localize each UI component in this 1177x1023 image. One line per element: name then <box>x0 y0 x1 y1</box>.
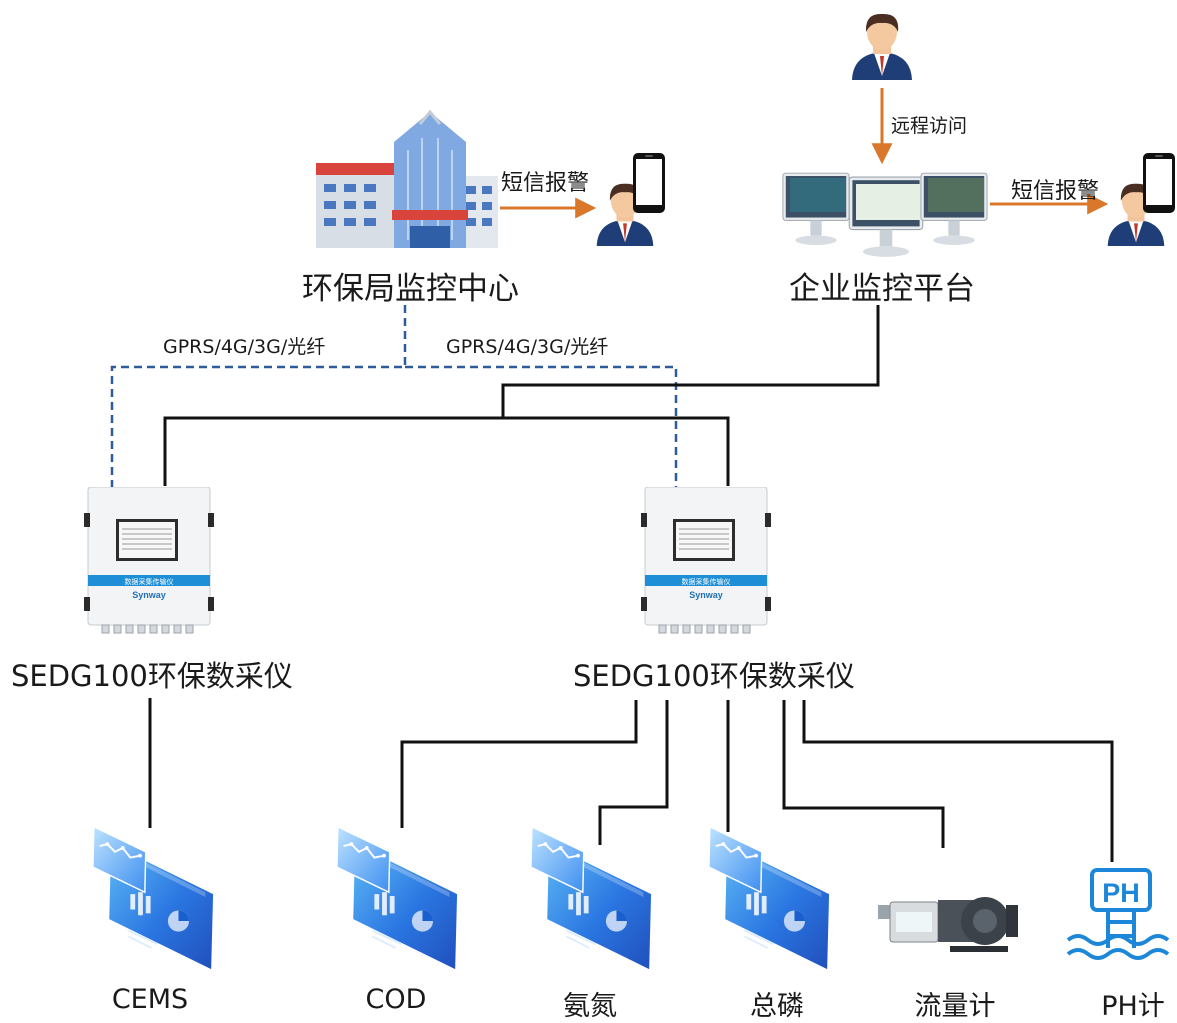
dashed-link-left <box>110 305 407 490</box>
enterprise-platform-label: 企业监控平台 <box>789 271 975 307</box>
epb-center-label: 环保局监控中心 <box>302 271 519 307</box>
device-right-icon <box>641 487 771 634</box>
phone-enterprise-icon <box>1143 153 1175 213</box>
device-left-label: SEDG100环保数采仪 <box>11 659 293 693</box>
device-left-band-text: 数据采集传输仪 <box>125 577 174 586</box>
sensor-cems-icon <box>91 825 215 971</box>
wire-flow <box>782 700 945 848</box>
sensor-cod-icon <box>335 825 459 971</box>
arrows-layer <box>500 88 1109 219</box>
links-layer <box>110 305 1114 862</box>
sensor-label-ph: PH计 <box>1101 991 1165 1022</box>
sms-alarm-right-label: 短信报警 <box>1011 179 1100 204</box>
sensor-nh3-icon <box>529 825 653 971</box>
solid-link-platform <box>501 305 880 418</box>
monitor-group-icon <box>782 172 988 258</box>
wire-cod <box>400 700 638 828</box>
ph-meter-icon: PH <box>1066 868 1170 960</box>
solid-link-bus <box>163 416 730 486</box>
flowmeter-icon <box>878 897 1018 952</box>
remote-access-label: 远程访问 <box>891 115 968 137</box>
user-remote-icon <box>852 13 912 80</box>
dashed-link-right <box>405 365 678 490</box>
sensor-label-nh3: 氨氮 <box>563 991 617 1022</box>
phone-epb-icon <box>633 153 665 213</box>
sms-alarm-left-label: 短信报警 <box>501 171 590 196</box>
epb-building-icon <box>316 109 498 248</box>
device-left-icon <box>84 487 214 634</box>
sensor-label-cod: COD <box>365 984 427 1015</box>
sensor-tp-icon <box>707 825 831 971</box>
sensor-label-cems: CEMS <box>111 984 189 1015</box>
device-right-label: SEDG100环保数采仪 <box>573 659 855 693</box>
sensor-label-flow: 流量计 <box>914 991 996 1022</box>
device-right-band-text: 数据采集传输仪 <box>682 577 731 586</box>
wire-nh3 <box>598 700 669 845</box>
ph-icon-text: PH <box>1102 878 1140 908</box>
link-left-label: GPRS/4G/3G/光纤 <box>163 336 326 358</box>
sensor-label-tp: 总磷 <box>750 991 804 1022</box>
link-right-label: GPRS/4G/3G/光纤 <box>446 336 609 358</box>
wire-ph <box>802 700 1114 862</box>
